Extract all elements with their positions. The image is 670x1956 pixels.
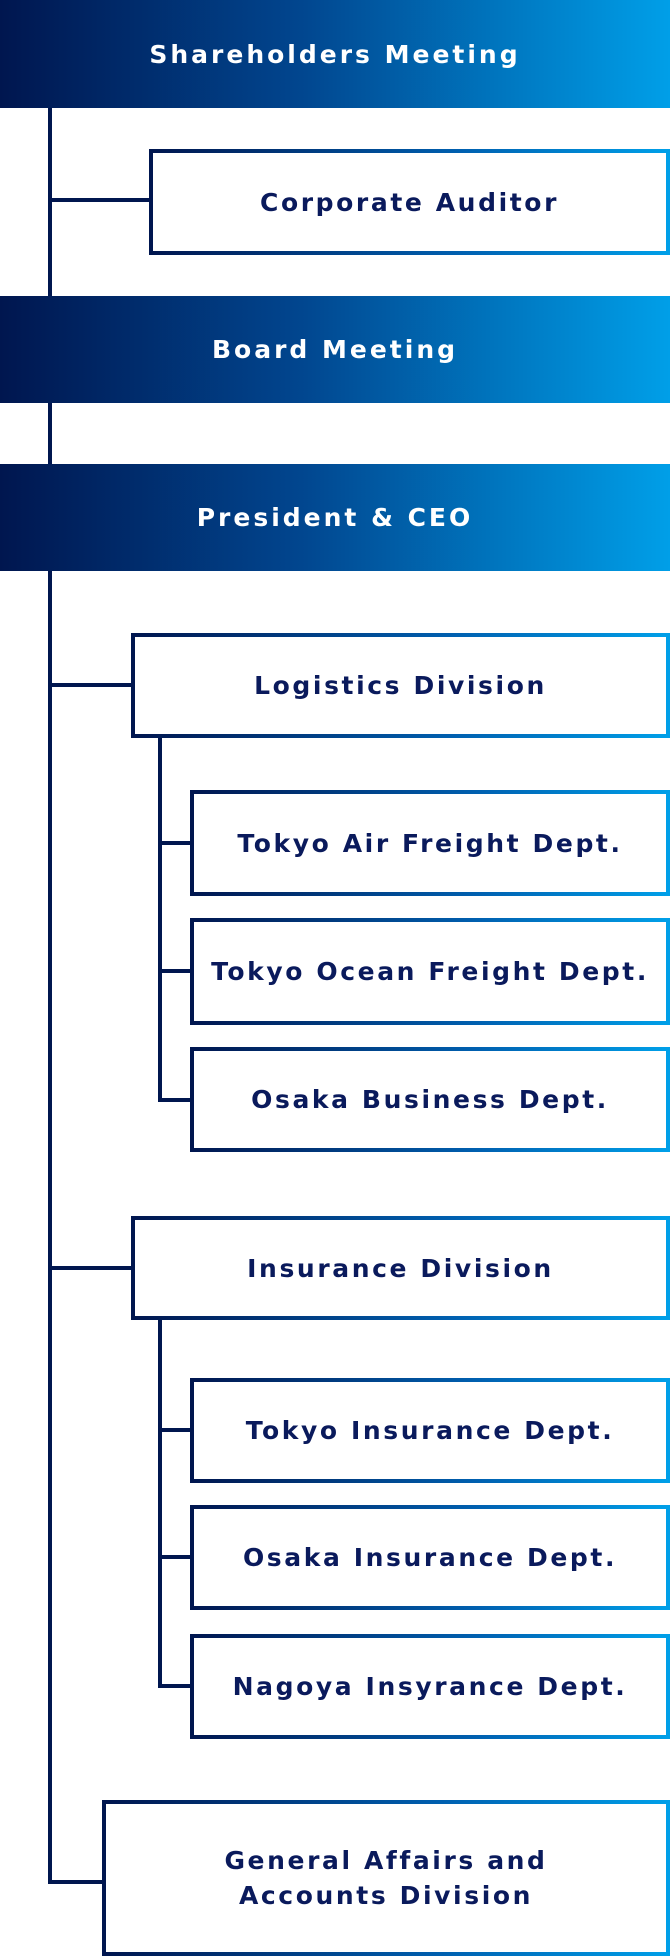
connector-line <box>158 1098 192 1102</box>
dept-nagoya-insurance: Nagoya Insyrance Dept. <box>190 1634 670 1739</box>
connector-line <box>158 1428 192 1432</box>
connector-line <box>48 571 52 1884</box>
connector-line <box>158 738 162 1102</box>
connector-line <box>48 683 132 687</box>
connector-line <box>48 1880 104 1884</box>
dept-tokyo-insurance: Tokyo Insurance Dept. <box>190 1378 670 1483</box>
connector-line <box>158 1555 192 1559</box>
logistics-division: Logistics Division <box>131 633 670 738</box>
connector-line <box>158 1320 162 1688</box>
connector-line <box>158 1684 192 1688</box>
shareholders-meeting: Shareholders Meeting <box>0 0 670 108</box>
president-ceo: President & CEO <box>0 464 670 571</box>
connector-line <box>48 403 52 464</box>
general-affairs-accounts-division: General Affairs and Accounts Division <box>102 1800 670 1956</box>
connector-line <box>158 841 192 845</box>
dept-tokyo-ocean-freight: Tokyo Ocean Freight Dept. <box>190 918 670 1025</box>
connector-line <box>158 969 192 973</box>
dept-tokyo-air-freight: Tokyo Air Freight Dept. <box>190 790 670 896</box>
connector-line <box>48 1266 132 1270</box>
insurance-division: Insurance Division <box>131 1216 670 1320</box>
connector-line <box>48 108 52 296</box>
general-line-1: General Affairs and <box>224 1846 548 1875</box>
dept-osaka-business: Osaka Business Dept. <box>190 1047 670 1152</box>
connector-line <box>48 198 149 202</box>
general-line-2: Accounts Division <box>238 1881 534 1910</box>
board-meeting: Board Meeting <box>0 296 670 403</box>
dept-osaka-insurance: Osaka Insurance Dept. <box>190 1505 670 1610</box>
corporate-auditor: Corporate Auditor <box>149 149 670 255</box>
